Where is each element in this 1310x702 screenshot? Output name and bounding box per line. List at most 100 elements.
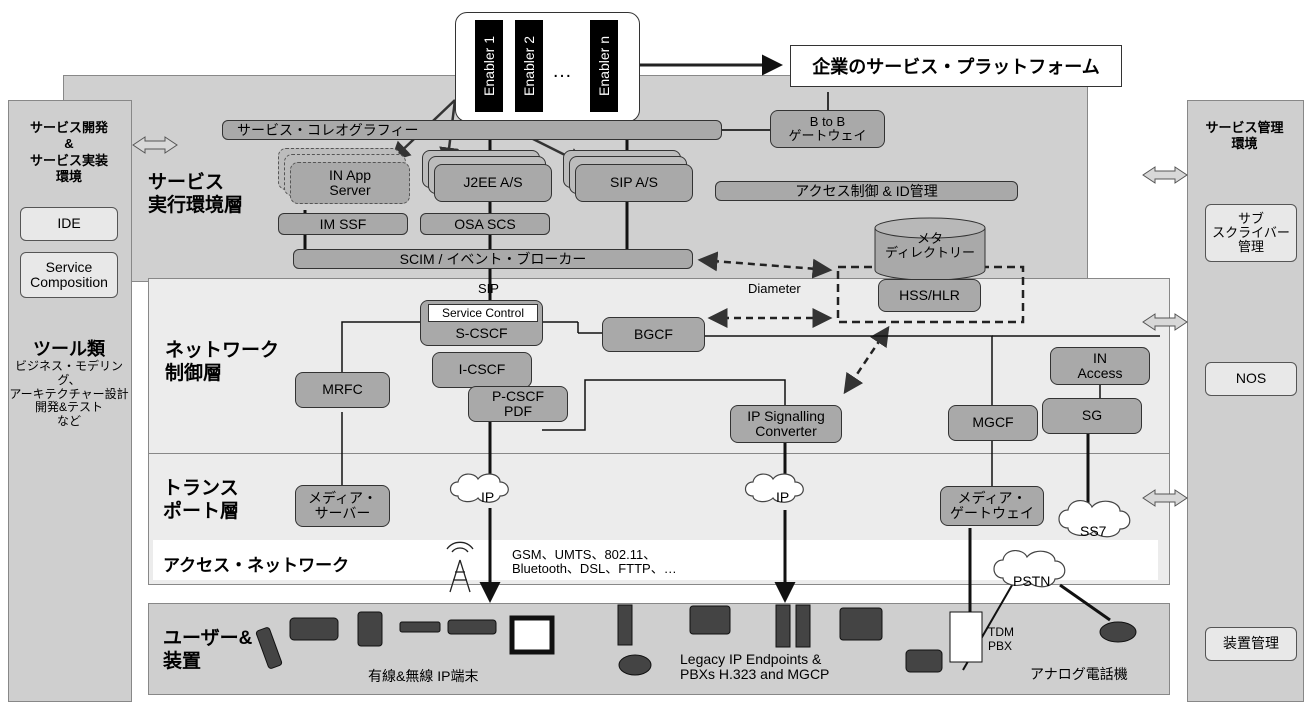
- enabler-n-label: Enabler n: [596, 36, 612, 96]
- pstn-label: PSTN: [1013, 573, 1050, 589]
- user-layer-label: ユーザー& 装置: [163, 628, 252, 674]
- j2ee-as: J2EE A/S: [434, 164, 552, 202]
- media-gw-line-1: メディア・: [957, 491, 1026, 506]
- ip-signalling-converter: IP Signalling Converter: [730, 405, 842, 443]
- service-layer-label: サービス 実行環境層: [148, 172, 243, 218]
- network-layer-line-2: 制御層: [165, 363, 279, 386]
- sg-box: SG: [1042, 398, 1142, 434]
- transport-layer-label: トランス ポート層: [163, 478, 239, 524]
- media-gateway-box: メディア・ ゲートウェイ: [940, 486, 1044, 526]
- sg-label: SG: [1082, 408, 1102, 423]
- mgcf-label: MGCF: [972, 415, 1013, 430]
- right-title-line-1: サービス管理: [1187, 120, 1302, 136]
- tools-line-1: ビジネス・モデリング、: [8, 360, 130, 388]
- j2ee-label: J2EE A/S: [463, 175, 522, 190]
- ip-cloud-1-label: IP: [481, 489, 494, 505]
- in-access-line-2: Access: [1077, 366, 1122, 381]
- sip-as: SIP A/S: [575, 164, 693, 202]
- tdm-line-1: TDM: [988, 626, 1014, 640]
- access-tech-line-2: Bluetooth、DSL、FTTP、…: [512, 562, 677, 576]
- pcscf-line-2: PDF: [504, 404, 532, 419]
- tools-line-3: 開発&テスト: [8, 401, 130, 415]
- enabler-ellipsis: …: [552, 60, 572, 83]
- scim-bar: SCIM / イベント・ブローカー: [293, 249, 693, 269]
- in-app-line-1: IN App: [329, 168, 371, 183]
- enterprise-platform-label: 企業のサービス・プラットフォーム: [812, 53, 1099, 79]
- ip-cloud-2-label: IP: [776, 489, 789, 505]
- pcscf-line-1: P-CSCF: [492, 389, 544, 404]
- access-tech-list: GSM、UMTS、802.11、 Bluetooth、DSL、FTTP、…: [512, 548, 677, 577]
- service-control-box: Service Control: [428, 304, 538, 322]
- service-layer-line-1: サービス: [148, 172, 243, 195]
- access-control-bar: アクセス制御 & ID管理: [715, 181, 1018, 201]
- service-composition-line-2: Composition: [30, 275, 108, 290]
- enterprise-platform: 企業のサービス・プラットフォーム: [790, 45, 1122, 87]
- device-mgmt-box: 装置管理: [1205, 627, 1297, 661]
- nos-box: NOS: [1205, 362, 1297, 396]
- meta-line-1: メタ: [875, 232, 985, 246]
- icscf-box: I-CSCF: [432, 352, 532, 388]
- osa-scs-label: OSA SCS: [454, 216, 515, 232]
- meta-directory-label: メタ ディレクトリー: [875, 232, 985, 261]
- subscriber-line-2: スクライバー: [1212, 226, 1290, 240]
- device-mgmt-label: 装置管理: [1223, 636, 1279, 651]
- transport-layer-line-1: トランス: [163, 478, 239, 501]
- hss-label: HSS/HLR: [899, 288, 960, 303]
- tools-description: ビジネス・モデリング、 アーキテクチャー設計 開発&テスト など: [8, 360, 130, 429]
- tools-title: ツール類: [10, 335, 128, 361]
- in-access-line-1: IN: [1093, 351, 1107, 366]
- enabler-n: Enabler n: [590, 20, 618, 112]
- osa-scs: OSA SCS: [420, 213, 550, 235]
- ip-sig-line-2: Converter: [755, 424, 816, 439]
- analog-phone-label: アナログ電話機: [1030, 664, 1128, 684]
- left-title-line-4: 環境: [10, 169, 128, 185]
- subscriber-line-3: 管理: [1238, 240, 1264, 254]
- legacy-line-1: Legacy IP Endpoints &: [680, 652, 829, 667]
- transport-layer-line-2: ポート層: [163, 501, 239, 524]
- icscf-label: I-CSCF: [459, 362, 506, 377]
- pcscf-box: P-CSCF PDF: [468, 386, 568, 422]
- legacy-line-2: PBXs H.323 and MGCP: [680, 667, 829, 682]
- user-layer-line-1: ユーザー&: [163, 628, 252, 651]
- right-panel-title: サービス管理 環境: [1187, 120, 1302, 153]
- scim-label: SCIM / イベント・ブローカー: [400, 249, 587, 269]
- tdm-line-2: PBX: [988, 640, 1014, 654]
- sip-label: SIP: [478, 281, 499, 296]
- access-tech-line-1: GSM、UMTS、802.11、: [512, 548, 677, 562]
- subscriber-line-1: サブ: [1238, 212, 1264, 226]
- enabler-1: Enabler 1: [475, 20, 503, 112]
- ide-label: IDE: [57, 216, 80, 231]
- tools-line-4: など: [8, 415, 130, 429]
- ide-box: IDE: [20, 207, 118, 241]
- left-title-line-1: サービス開発: [10, 120, 128, 136]
- left-title-line-2: &: [10, 136, 128, 152]
- service-composition-line-1: Service: [46, 260, 93, 275]
- wired-wireless-label: 有線&無線 IP端末: [368, 666, 478, 686]
- scscf-label: S-CSCF: [455, 326, 507, 341]
- media-server-line-1: メディア・: [308, 491, 377, 506]
- hss-hlr: HSS/HLR: [878, 279, 981, 312]
- tools-line-2: アーキテクチャー設計: [8, 388, 130, 402]
- btob-gateway: B to B ゲートウェイ: [770, 110, 885, 148]
- enabler-2-label: Enabler 2: [521, 36, 537, 96]
- access-network-label: アクセス・ネットワーク: [163, 551, 349, 576]
- meta-line-2: ディレクトリー: [875, 246, 985, 260]
- media-gw-line-2: ゲートウェイ: [950, 506, 1034, 521]
- diameter-label: Diameter: [748, 281, 801, 296]
- sip-as-label: SIP A/S: [610, 175, 658, 190]
- im-ssf: IM SSF: [278, 213, 408, 235]
- mgcf-box: MGCF: [948, 405, 1038, 441]
- bgcf-box: BGCF: [602, 317, 705, 352]
- choreography-bar: サービス・コレオグラフィー: [222, 120, 722, 140]
- service-layer-line-2: 実行環境層: [148, 195, 243, 218]
- bgcf-label: BGCF: [634, 327, 673, 342]
- enabler-1-label: Enabler 1: [481, 36, 497, 96]
- subscriber-mgmt-box: サブ スクライバー 管理: [1205, 204, 1297, 262]
- access-control-label: アクセス制御 & ID管理: [795, 181, 937, 201]
- left-panel-title: サービス開発 & サービス実装 環境: [10, 120, 128, 185]
- ss7-label: SS7: [1080, 523, 1106, 539]
- network-layer-label: ネットワーク 制御層: [165, 340, 279, 386]
- service-control-label: Service Control: [442, 306, 524, 320]
- network-layer-line-1: ネットワーク: [165, 340, 279, 363]
- right-title-line-2: 環境: [1187, 136, 1302, 152]
